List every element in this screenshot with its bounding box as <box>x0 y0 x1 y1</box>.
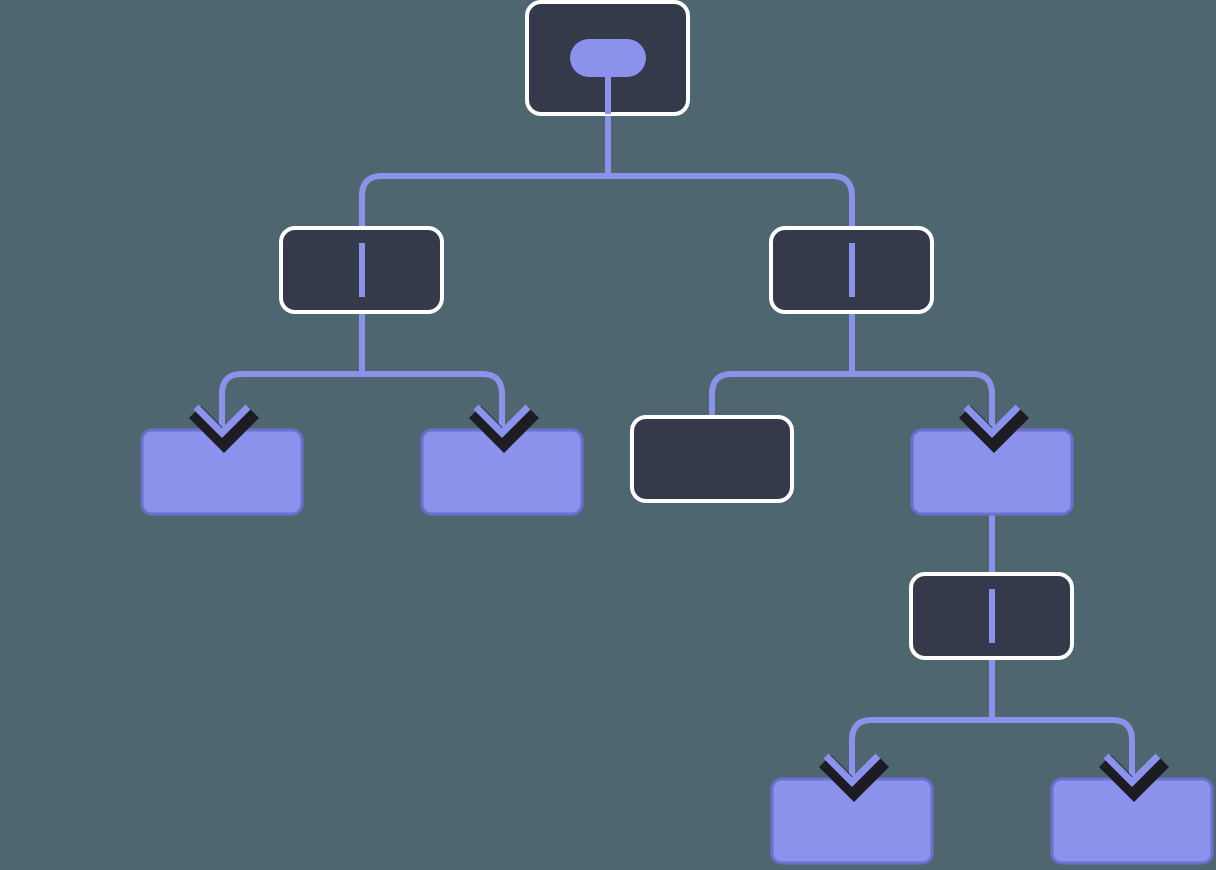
chevron-down-icon <box>468 405 540 454</box>
node-left-branch[interactable] <box>279 226 444 314</box>
arrowhead-leaf-deep-b <box>1098 753 1170 803</box>
arrowhead-layer <box>188 404 1170 803</box>
edge-deep-to-leaf-1 <box>849 658 995 781</box>
edge-deep-to-leaf-2 <box>989 658 1135 781</box>
edge-left-to-leaf-2 <box>359 312 505 432</box>
node-right-dark-plain-box[interactable] <box>630 415 794 503</box>
chevron-down-icon <box>188 405 260 454</box>
arrowhead-right-purple <box>958 404 1030 454</box>
chevron-down-icon <box>963 404 1021 438</box>
node-root[interactable] <box>525 0 690 116</box>
node-right-branch[interactable] <box>769 226 934 314</box>
chevron-down-icon <box>818 754 890 803</box>
edge-root-to-right-branch <box>605 114 855 228</box>
edge-right-to-purple-node <box>849 312 995 432</box>
node-deep-dark[interactable] <box>909 572 1074 660</box>
node-right-dark-plain[interactable] <box>630 415 794 503</box>
arrowhead-leaf-deep-a <box>818 753 890 803</box>
edge-layer <box>219 114 1135 781</box>
chevron-down-icon <box>1098 754 1170 803</box>
arrowhead-leaf-left-a <box>188 404 260 454</box>
chevron-down-icon <box>823 753 881 787</box>
edge-left-to-leaf-1 <box>219 312 365 432</box>
edge-root-to-left-branch <box>359 114 612 228</box>
edge-right-to-dark-node <box>709 312 855 419</box>
chevron-down-icon <box>1103 753 1161 787</box>
chevron-down-icon <box>193 404 251 438</box>
chevron-down-icon <box>958 405 1030 454</box>
chevron-down-icon <box>473 404 531 438</box>
arrowhead-leaf-left-b <box>468 404 540 454</box>
